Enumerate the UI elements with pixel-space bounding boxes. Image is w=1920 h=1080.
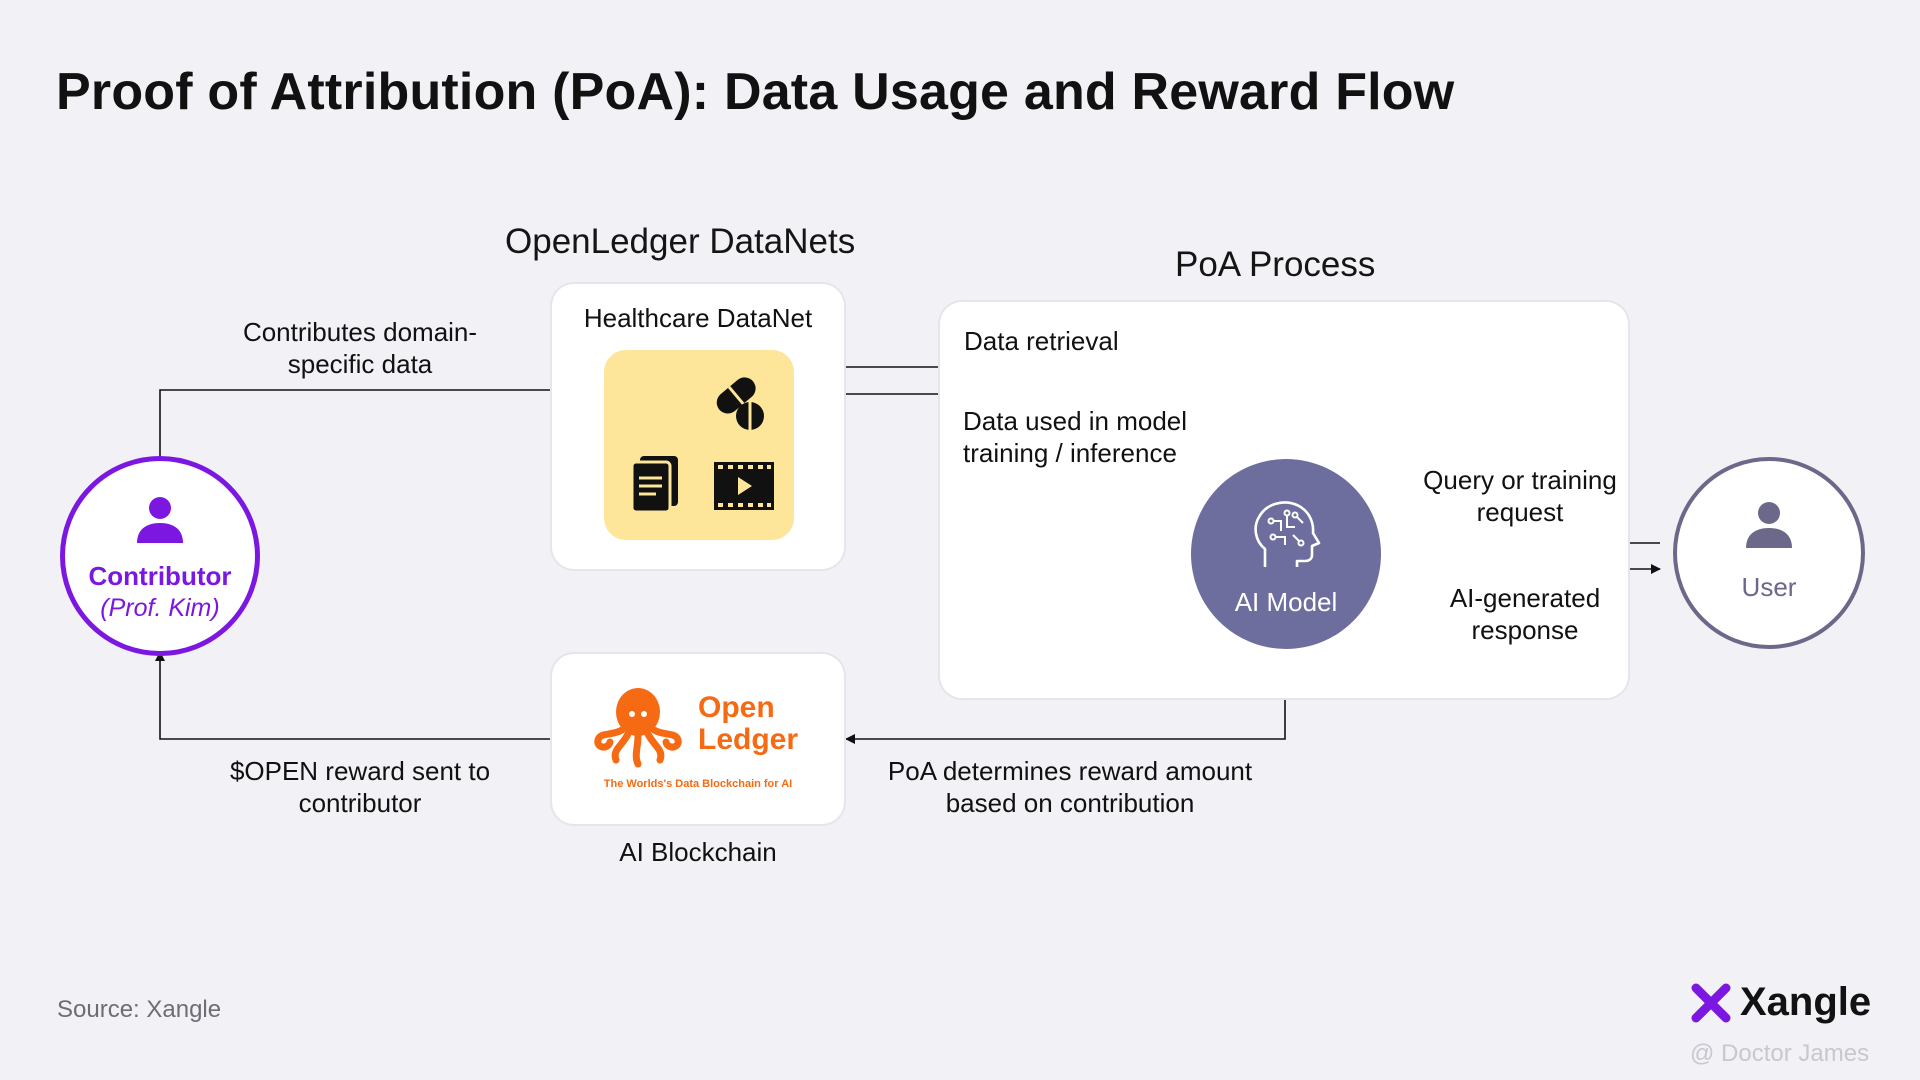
poa-reward-label-2: based on contribution	[945, 788, 1195, 818]
user-node: User	[1673, 457, 1865, 649]
datanets-title: OpenLedger DataNets	[505, 222, 856, 261]
ai-model-label: AI Model	[1234, 586, 1338, 617]
logo-tagline: The Worlds's Data Blockchain for AI	[603, 778, 793, 790]
contributes-arrow	[159, 385, 694, 456]
watermark-text: @ Doctor James	[1690, 1040, 1870, 1067]
contributes-label-2: specific data	[287, 349, 433, 379]
healthcare-datanet-card: Healthcare DataNet	[552, 284, 844, 569]
xangle-logo: Xangle	[1690, 980, 1871, 1025]
contributes-label-1: Contributes domain-	[242, 317, 478, 347]
video-icon	[714, 462, 774, 510]
poa-reward-label-1: PoA determines reward amount	[887, 756, 1253, 786]
healthcare-datanet-label: Healthcare DataNet	[583, 303, 813, 333]
xangle-brand-text: Xangle	[1740, 980, 1872, 1024]
query-label-1: Query or training	[1423, 465, 1617, 495]
data-used-label-2: training / inference	[963, 438, 1177, 468]
query-label-2: request	[1476, 497, 1564, 527]
poa-reward-arrow	[845, 699, 1286, 744]
datanet-tile	[604, 350, 794, 540]
user-label: User	[1741, 571, 1797, 602]
reward-arrow	[155, 651, 552, 740]
data-used-label-1: Data used in model	[963, 406, 1188, 436]
xangle-x-icon	[1691, 983, 1731, 1022]
document-icon	[630, 456, 678, 514]
person-icon	[1746, 501, 1792, 548]
octopus-logo	[594, 688, 682, 768]
response-label-1: AI-generated	[1449, 583, 1601, 613]
contributor-node: Contributor (Prof. Kim)	[60, 456, 260, 656]
page-title: Proof of Attribution (PoA): Data Usage a…	[56, 63, 1455, 121]
reward-sent-label-2: contributor	[298, 788, 422, 818]
person-icon	[137, 497, 183, 543]
contributor-name: Contributor	[88, 561, 232, 591]
ai-blockchain-label: AI Blockchain	[619, 837, 777, 867]
ai-model-node: AI Model	[1191, 459, 1381, 649]
logo-open-text: Open	[698, 691, 775, 724]
contributor-sub: (Prof. Kim)	[100, 594, 220, 622]
logo-ledger-text: Ledger	[698, 723, 799, 756]
data-retrieval-label: Data retrieval	[964, 326, 1119, 356]
response-label-2: response	[1471, 615, 1579, 645]
source-text: Source: Xangle	[57, 996, 222, 1023]
reward-sent-label-1: $OPEN reward sent to	[229, 756, 491, 786]
ai-head-icon	[1254, 500, 1321, 567]
openledger-card: Open Ledger The Worlds's Data Blockchain…	[552, 654, 844, 824]
pills-icon	[716, 377, 764, 430]
poa-title: PoA Process	[1175, 245, 1376, 284]
